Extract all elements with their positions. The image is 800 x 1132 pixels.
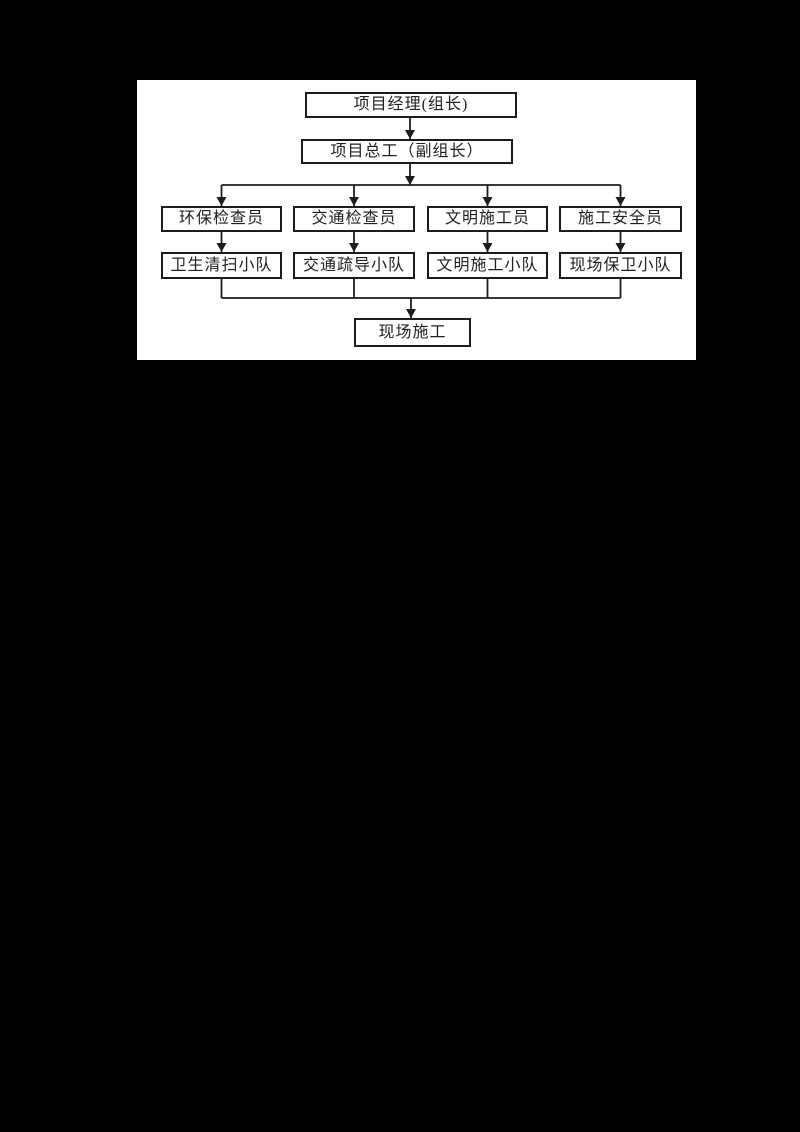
node-traffic-inspector: 交通检查员 <box>293 206 415 232</box>
node-traffic-team-label: 交通疏导小队 <box>302 256 405 274</box>
node-traffic-team: 交通疏导小队 <box>293 252 415 279</box>
node-guard-team: 现场保卫小队 <box>559 252 682 279</box>
node-sanitation-team-label: 卫生清扫小队 <box>170 256 273 274</box>
node-site-construction-label: 现场施工 <box>378 323 447 341</box>
node-safety-officer: 施工安全员 <box>559 206 682 232</box>
node-site-construction: 现场施工 <box>354 318 471 347</box>
node-civility-team: 文明施工小队 <box>427 252 548 279</box>
node-sanitation-team: 卫生清扫小队 <box>161 252 282 279</box>
node-chief-engineer-label: 项目总工（副组长） <box>330 142 484 160</box>
node-traffic-inspector-label: 交通检查员 <box>311 210 397 227</box>
node-safety-officer-label: 施工安全员 <box>577 210 663 227</box>
node-project-manager-label: 项目经理(组长) <box>353 96 469 113</box>
node-env-inspector: 环保检查员 <box>161 206 282 232</box>
flowchart-panel: 项目经理(组长) 项目总工（副组长） 环保检查员 交通检查员 文明施工员 施工安… <box>137 80 696 360</box>
node-civility-team-label: 文明施工小队 <box>436 256 539 274</box>
node-project-manager: 项目经理(组长) <box>305 92 517 118</box>
node-env-inspector-label: 环保检查员 <box>178 210 264 227</box>
node-guard-team-label: 现场保卫小队 <box>569 256 672 274</box>
flowchart-connectors <box>216 118 626 318</box>
node-civility-officer: 文明施工员 <box>427 206 548 232</box>
node-civility-officer-label: 文明施工员 <box>444 210 530 227</box>
node-chief-engineer: 项目总工（副组长） <box>301 139 513 164</box>
